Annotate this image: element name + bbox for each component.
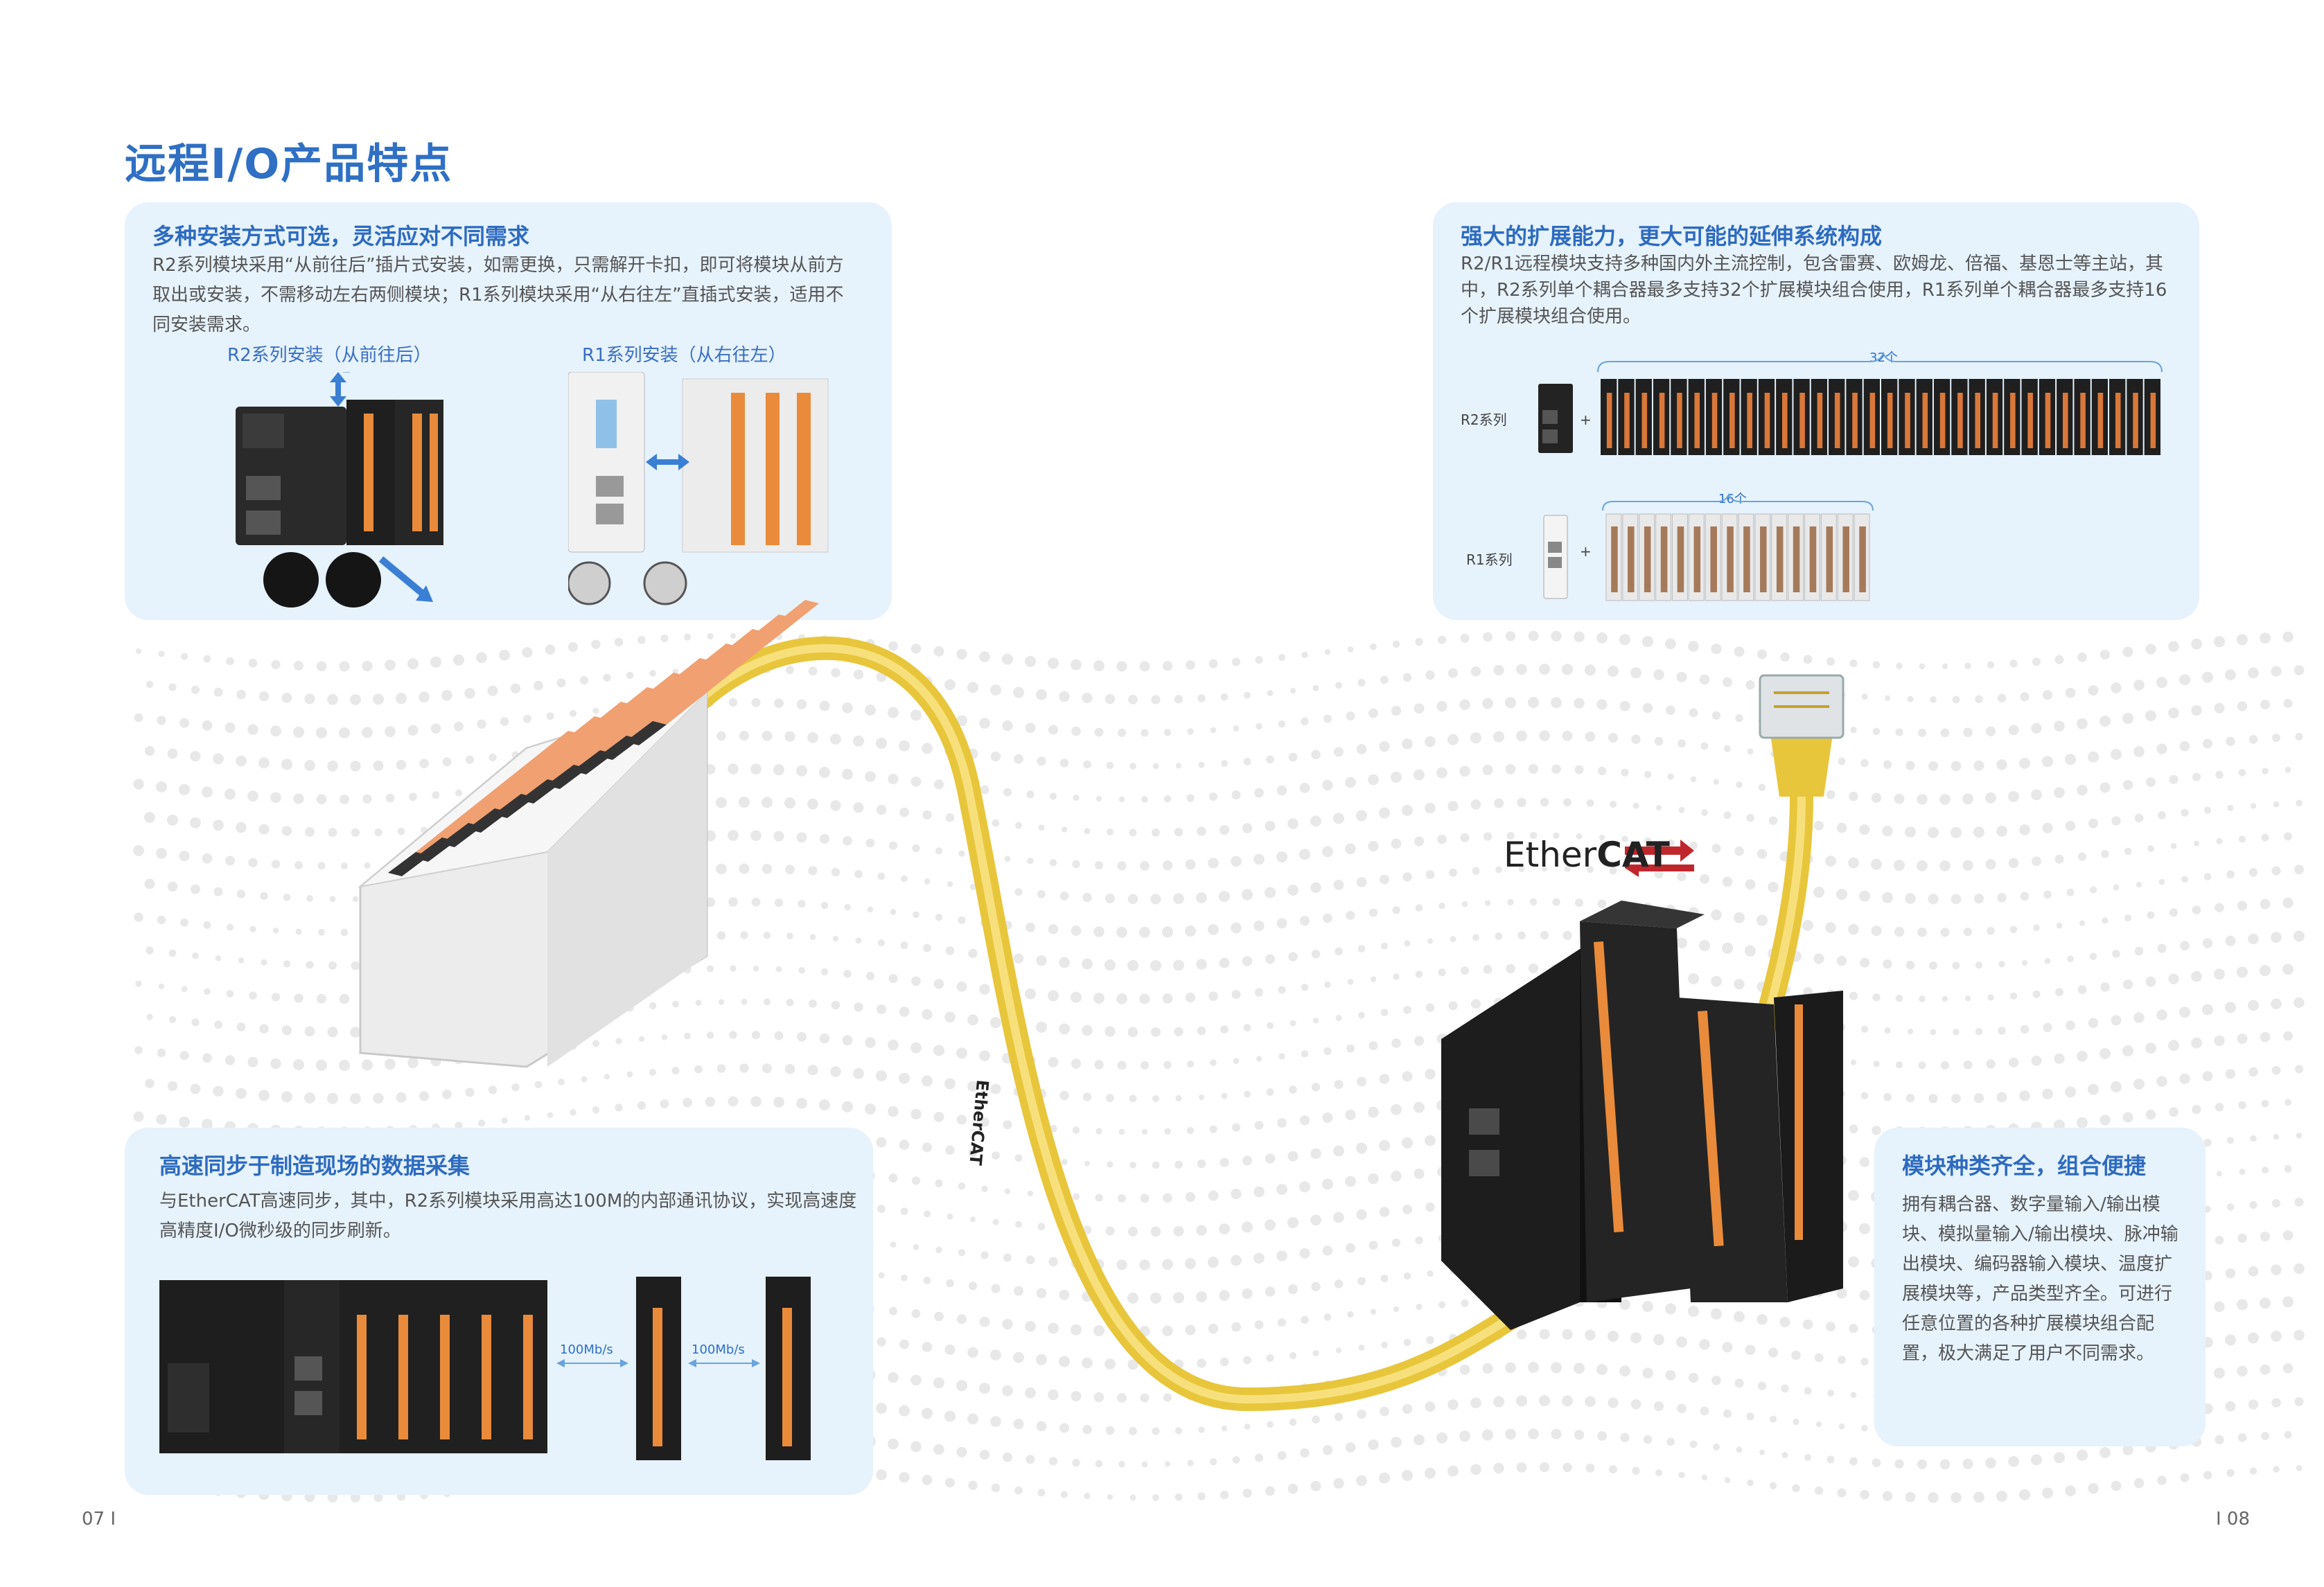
r2-expansion-module <box>2039 379 2056 455</box>
expand-card-title: 强大的扩展能力，更大可能的延伸系统构成 <box>1461 223 1883 249</box>
left-page-number: 07 I <box>82 1509 116 1530</box>
r1-expansion-module <box>1721 513 1738 601</box>
r2-install-illustration <box>236 372 443 608</box>
r2-expansion-module <box>2021 379 2038 455</box>
r2-expansion-module <box>2109 379 2126 455</box>
modules-card: 模块种类齐全，组合便捷 拥有耦合器、数字量输入/输出模块、模拟量输入/输出模块、… <box>1874 1128 2206 1446</box>
install-card-body: R2系列模块采用“从前往后”插片式安装，如需更换，只需解开卡扣，即可将模块从前方… <box>152 255 844 335</box>
r1-expansion-module <box>1705 513 1721 601</box>
r2-expansion-module <box>1758 379 1775 455</box>
r2-expansion-module <box>2144 379 2160 455</box>
expansion-diagram <box>1538 351 2163 601</box>
r2-expansion-module <box>1793 379 1810 455</box>
r1-install-illustration <box>568 372 829 605</box>
page-title: 远程I/O产品特点 <box>125 140 453 188</box>
r2-expansion-module <box>1933 379 1951 455</box>
expand-card-body: R2/R1远程模块支持多种国内外主流控制，包含雷赛、欧姆龙、倍福、基恩士等主站，… <box>1461 254 2167 327</box>
r2-install-caption: R2系列安装（从前往后） <box>227 345 432 366</box>
r1-expansion-module <box>1605 513 1622 601</box>
r2-expansion-module <box>2074 379 2090 455</box>
r1-expansion-module <box>1771 513 1788 601</box>
r1-expansion-module <box>1738 513 1754 601</box>
r1-expansion-module <box>1837 513 1854 601</box>
r2-series-label: R2系列 <box>1461 411 1507 428</box>
terminal-strip <box>653 600 819 725</box>
ethercat-logo-bold: CAT <box>1596 835 1670 875</box>
r2-expansion-module <box>1811 379 1828 455</box>
sync-card-title: 高速同步于制造现场的数据采集 <box>159 1153 470 1179</box>
r1-expansion-module <box>1639 513 1655 601</box>
r1-series-label: R1系列 <box>1466 551 1513 568</box>
install-card: 多种安装方式可选，灵活应对不同需求 R2系列模块采用“从前往后”插片式安装，如需… <box>125 202 892 620</box>
r2-expansion-module <box>1601 379 1617 455</box>
r2-expansion-module <box>1635 379 1652 455</box>
r1-expansion-module <box>1804 513 1820 601</box>
r2-plus-sign: + <box>1580 411 1592 428</box>
r1-expansion-module <box>1655 513 1671 601</box>
r2-expansion-module <box>1881 379 1898 455</box>
sync-illustration <box>159 1277 811 1460</box>
r1-expansion-module <box>1672 513 1688 601</box>
r2-expansion-module <box>1671 379 1687 455</box>
r2-expansion-module <box>2057 379 2073 455</box>
r1-expansion-module <box>1820 513 1837 601</box>
r2-expansion-module <box>1846 379 1863 455</box>
r2-expansion-module <box>1741 379 1757 455</box>
r1-plus-sign: + <box>1580 543 1592 560</box>
modules-card-title: 模块种类齐全，组合便捷 <box>1902 1153 2147 1179</box>
r1-install-caption: R1系列安装（从右往左） <box>582 345 786 366</box>
r2-expansion-module <box>1705 379 1723 455</box>
sync-card-body: 与EtherCAT高速同步，其中，R2系列模块采用高达100M的内部通讯协议，实… <box>159 1191 857 1241</box>
r2-expansion-module <box>1986 379 2003 455</box>
r2-expansion-module <box>1653 379 1670 455</box>
ethercat-logo-prefix: Ether <box>1504 835 1597 875</box>
r2-expansion-module <box>1829 379 1845 455</box>
r2-expansion-module <box>1916 379 1933 455</box>
sync-speed-label-2: 100Mb/s <box>692 1342 745 1357</box>
r2-expansion-module <box>1899 379 1915 455</box>
r2-expansion-module <box>1688 379 1705 455</box>
expand-card: 强大的扩展能力，更大可能的延伸系统构成 R2/R1远程模块支持多种国内外主流控制… <box>1433 202 2199 620</box>
r2-expansion-module <box>1618 379 1635 455</box>
sync-speed-label-1: 100Mb/s <box>560 1342 613 1357</box>
ethercat-logo: EtherCAT <box>1504 835 1670 875</box>
sync-card: 高速同步于制造现场的数据采集 与EtherCAT高速同步，其中，R2系列模块采用… <box>125 1128 873 1495</box>
module-face <box>625 721 667 745</box>
r2-expansion-module <box>1969 379 1985 455</box>
r2-expansion-module <box>1951 379 1968 455</box>
r2-expansion-module <box>2127 379 2143 455</box>
r2-expansion-module <box>1863 379 1880 455</box>
r1-expansion-module <box>1788 513 1804 601</box>
right-page-number: I 08 <box>2216 1509 2251 1530</box>
modules-card-body: 拥有耦合器、数字量输入/输出模块、模拟量输入/输出模块、脉冲输出模块、编码器输入… <box>1902 1194 2178 1364</box>
r2-expansion-module <box>2091 379 2109 455</box>
r1-expansion-module <box>1754 513 1771 601</box>
r2-expansion-module <box>1723 379 1740 455</box>
r2-expansion-module <box>2004 379 2021 455</box>
r1-expansion-module <box>1854 513 1870 601</box>
r1-expansion-module <box>1622 513 1639 601</box>
r2-expansion-module <box>1776 379 1793 455</box>
install-card-title: 多种安装方式可选，灵活应对不同需求 <box>152 223 530 249</box>
r1-expansion-module <box>1688 513 1705 601</box>
